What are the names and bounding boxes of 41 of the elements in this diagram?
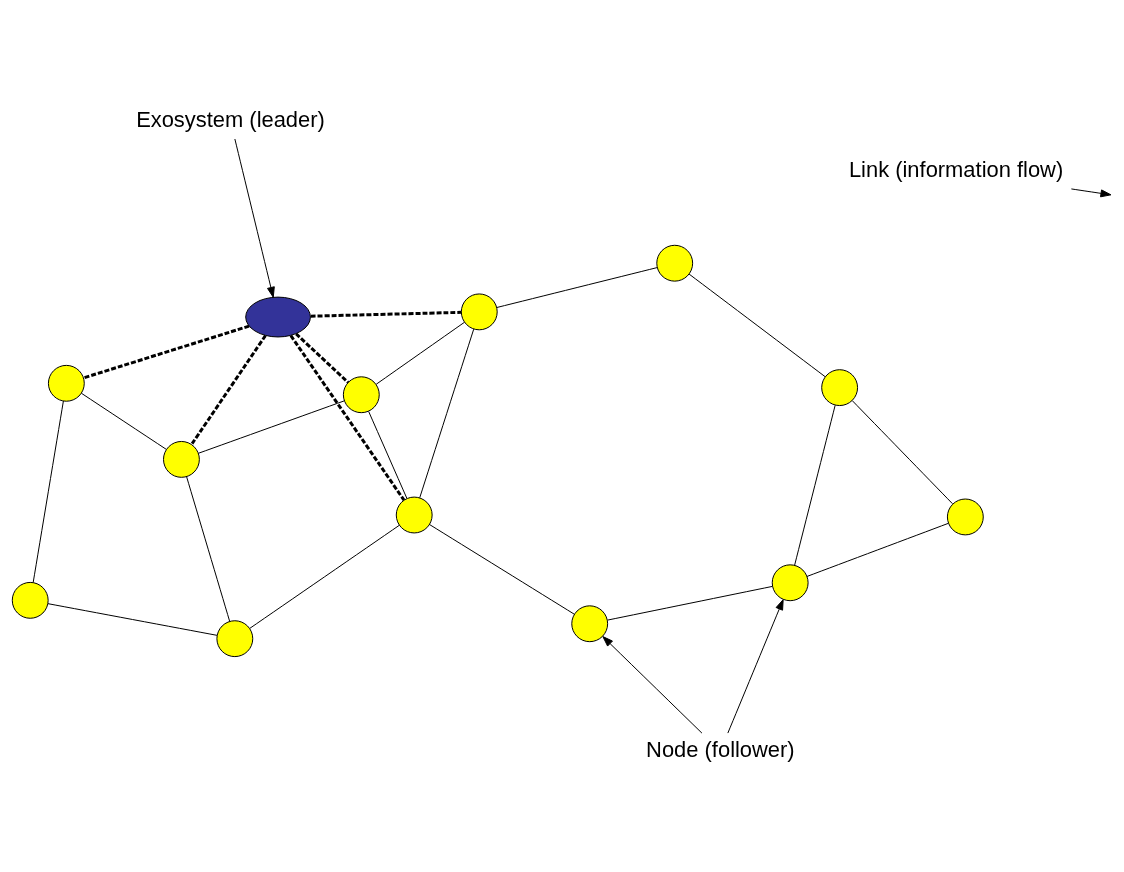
connector xyxy=(47,603,218,636)
node-circle xyxy=(342,376,380,414)
connector xyxy=(289,334,406,501)
arrow xyxy=(727,599,784,734)
connector xyxy=(688,273,826,378)
node-text: Link (information flow) xyxy=(848,157,1064,183)
arrow xyxy=(234,138,275,298)
connector xyxy=(83,324,250,380)
node-text: Node (follower) xyxy=(646,736,795,762)
connector xyxy=(368,410,408,499)
connector xyxy=(186,476,231,622)
node-text: Exosystem (leader) xyxy=(136,106,325,132)
node-circle xyxy=(946,498,984,536)
node-circle xyxy=(395,496,433,534)
connector xyxy=(851,400,953,505)
node-circle xyxy=(11,581,49,619)
node-circle xyxy=(216,620,254,658)
connector xyxy=(419,328,475,499)
connector xyxy=(80,392,167,450)
node-circle xyxy=(571,605,609,643)
connector xyxy=(190,334,267,446)
connector xyxy=(806,522,949,577)
node-circle xyxy=(163,440,200,478)
connector xyxy=(375,321,465,385)
node-circle xyxy=(656,244,694,282)
arrow xyxy=(602,636,703,734)
connector xyxy=(428,524,575,615)
connector xyxy=(295,332,350,384)
connector xyxy=(249,524,400,629)
connector xyxy=(32,400,64,584)
connector xyxy=(607,585,773,621)
node-circle xyxy=(47,364,85,402)
connector xyxy=(794,404,836,566)
node-circle xyxy=(771,564,809,602)
node-ellipse xyxy=(245,296,311,338)
arrow xyxy=(1070,188,1112,198)
node-circle xyxy=(821,369,859,407)
node-circle xyxy=(460,293,498,331)
connector xyxy=(197,400,345,454)
connector xyxy=(496,267,658,308)
connector xyxy=(310,310,462,318)
